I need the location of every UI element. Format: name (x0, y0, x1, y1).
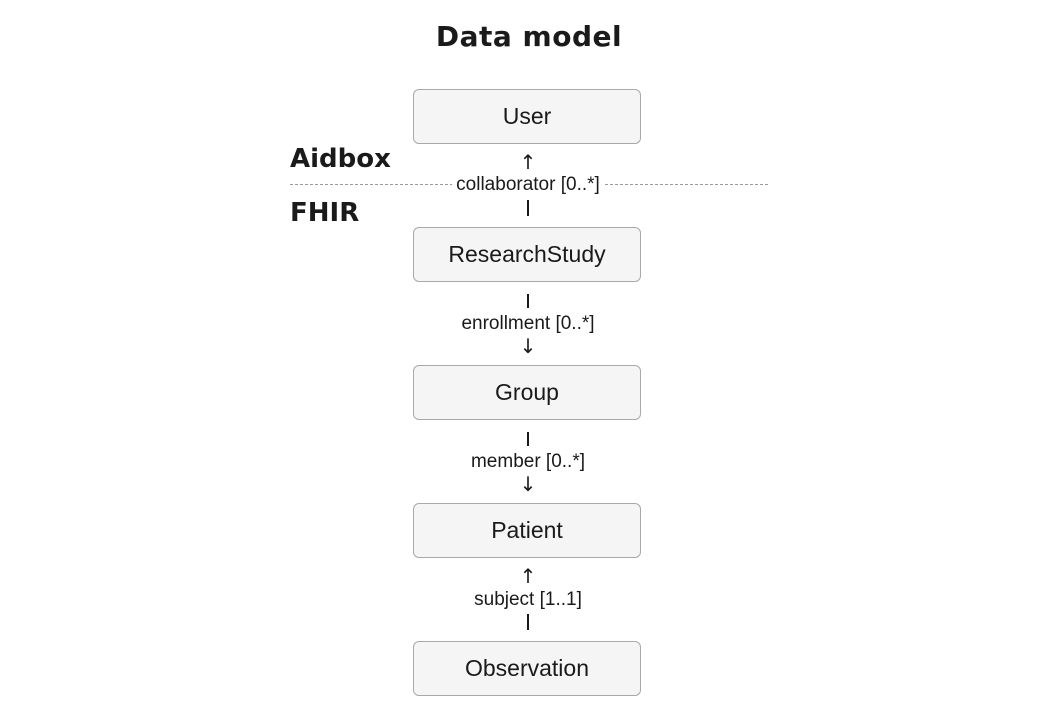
arrow-down-icon: ↓ (519, 472, 537, 496)
edge-label-collaborator: collaborator [0..*] (378, 174, 678, 196)
edge-label-enrollment: enrollment [0..*] (378, 313, 678, 335)
edge-line-member (527, 432, 529, 446)
edge-line-subject (527, 614, 529, 630)
edge-label-subject: subject [1..1] (378, 589, 678, 611)
edge-line-enrollment (527, 294, 529, 308)
node-group: Group (413, 365, 641, 420)
node-observation: Observation (413, 641, 641, 696)
arrow-up-icon: ↑ (519, 150, 537, 174)
aidbox-layer-label: Aidbox (290, 144, 391, 174)
edge-label-member: member [0..*] (378, 451, 678, 473)
fhir-layer-label: FHIR (290, 198, 360, 228)
edge-line-collaborator (527, 200, 529, 216)
arrow-down-icon: ↓ (519, 334, 537, 358)
node-user: User (413, 89, 641, 144)
diagram-title: Data model (435, 20, 623, 53)
node-patient: Patient (413, 503, 641, 558)
arrow-up-icon: ↑ (519, 564, 537, 588)
node-research-study: ResearchStudy (413, 227, 641, 282)
